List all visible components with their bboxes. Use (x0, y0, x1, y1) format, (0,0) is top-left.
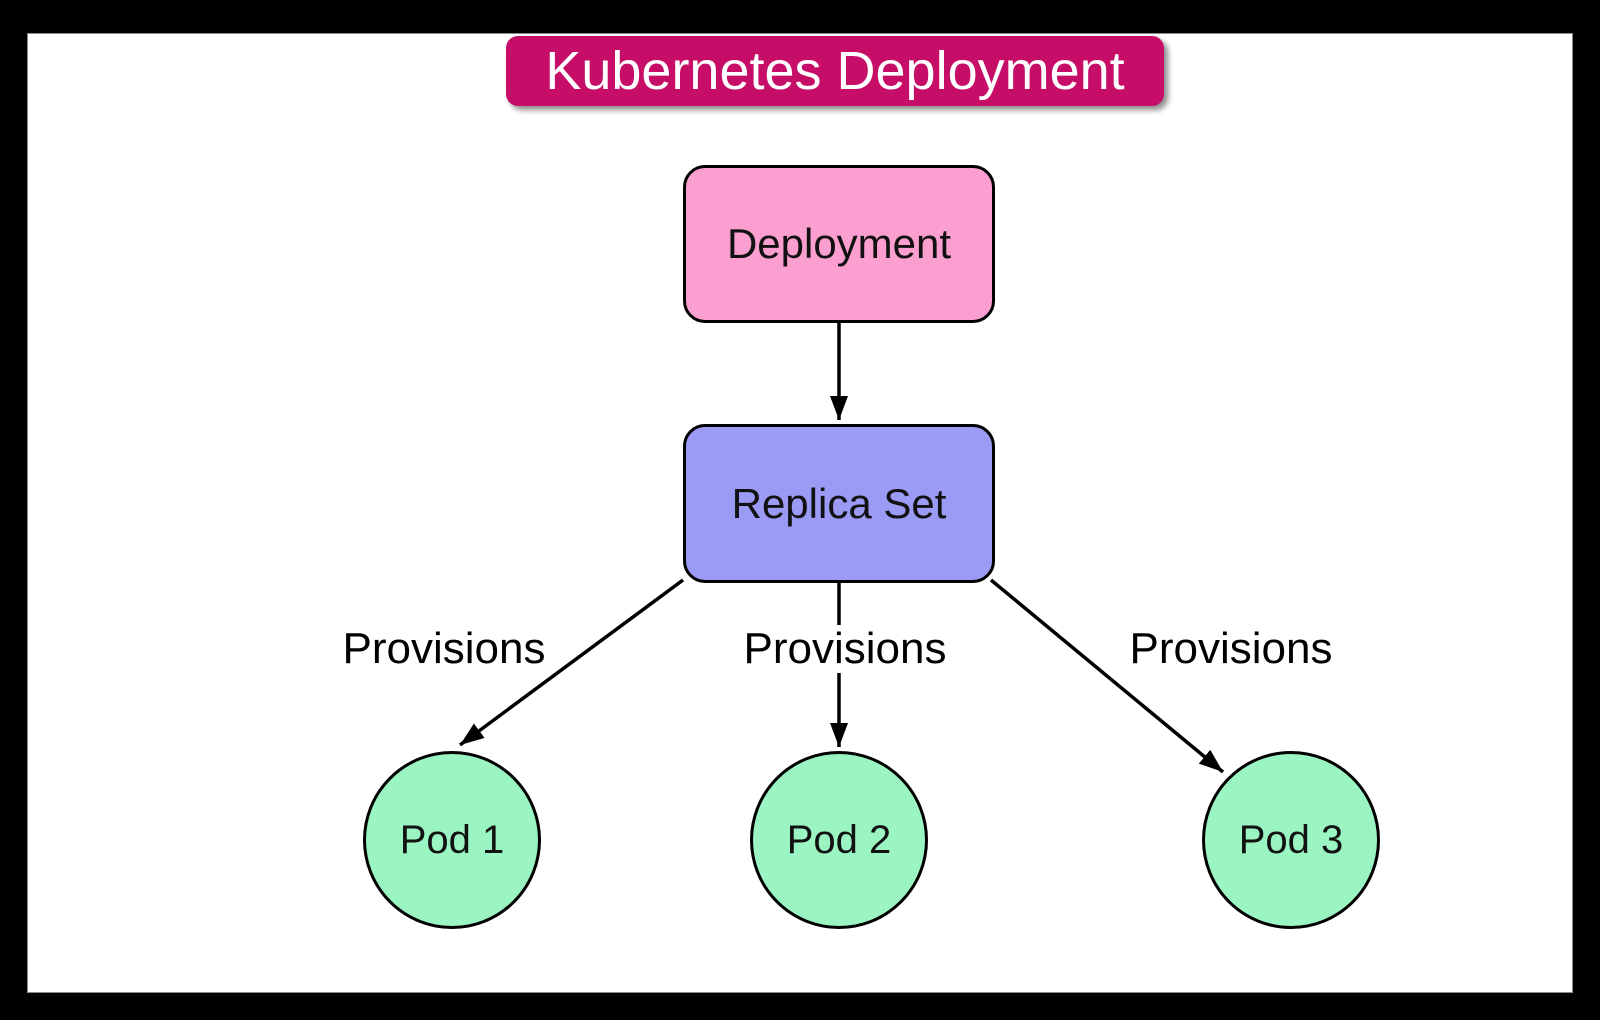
edge-label-provisions-1: Provisions (342, 624, 546, 673)
edge-label-provisions-3: Provisions (1129, 624, 1333, 673)
node-pod-3-label: Pod 3 (1238, 817, 1344, 862)
node-pod-3: Pod 3 (1202, 751, 1380, 929)
node-replica-set-label: Replica Set (731, 479, 947, 527)
diagram-title-banner: Kubernetes Deployment (506, 36, 1164, 106)
node-deployment-label: Deployment (726, 220, 952, 267)
node-deployment: Deployment (683, 165, 995, 323)
diagram-canvas: Kubernetes Deployment Deployment Replica… (27, 33, 1573, 993)
node-pod-1: Pod 1 (363, 751, 541, 929)
node-pod-2: Pod 2 (750, 751, 928, 929)
node-pod-2-label: Pod 2 (786, 817, 892, 862)
edge-label-provisions-2: Provisions (729, 625, 961, 673)
diagram-title-text: Kubernetes Deployment (545, 41, 1125, 101)
edge-replicaset-to-pod3 (989, 578, 1225, 774)
node-replica-set: Replica Set (683, 424, 995, 583)
node-pod-1-label: Pod 1 (399, 817, 505, 862)
